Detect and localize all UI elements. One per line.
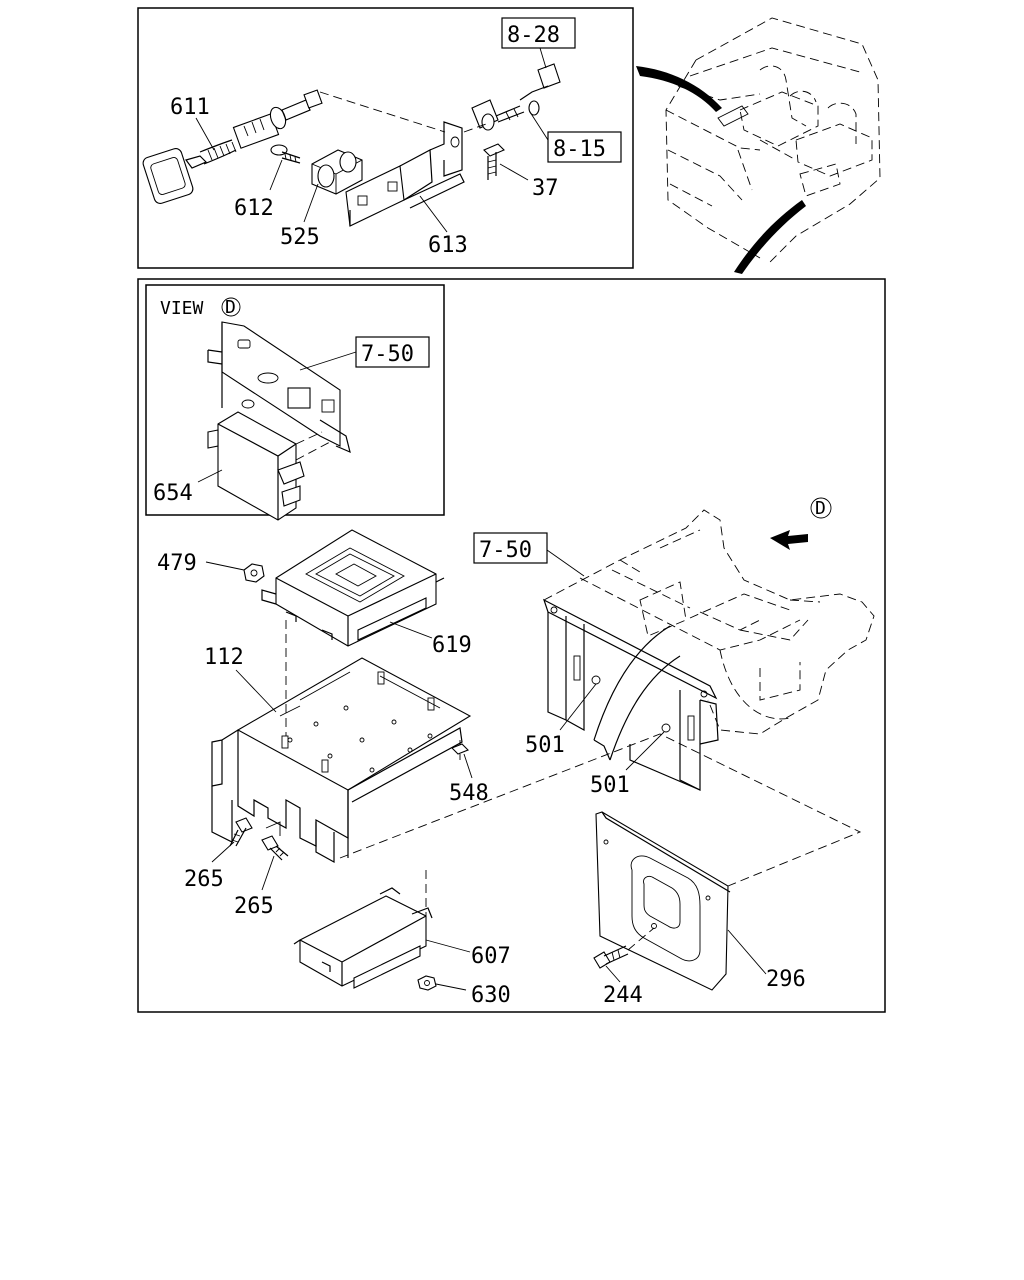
leader-501b (625, 731, 665, 771)
leader-611 (195, 117, 215, 151)
ref-box-7-50-main (473, 532, 548, 564)
switch-611-drawing (142, 89, 446, 204)
view-letter-circle (221, 297, 241, 317)
callout-612: 612 (234, 196, 274, 221)
leader-7-50-inset (299, 351, 357, 371)
callout-244: 244 (603, 983, 643, 1008)
callout-37: 37 (532, 176, 559, 201)
leader-612 (269, 159, 283, 191)
view-d-bracket-drawing (207, 321, 351, 454)
leader-244 (605, 965, 621, 983)
leader-607 (425, 939, 471, 953)
screw-265b-drawing (261, 835, 289, 861)
callout-630: 630 (471, 983, 511, 1008)
screw-612-drawing (270, 144, 301, 164)
panel-296-drawing (595, 811, 731, 991)
callout-654: 654 (153, 481, 193, 506)
ref-7-50-inset[interactable]: 7-50 (361, 342, 414, 367)
screw-265a-drawing (229, 817, 253, 847)
leader-37 (499, 163, 529, 181)
callout-479: 479 (157, 551, 197, 576)
controller-619-drawing (261, 529, 445, 647)
callout-548: 548 (449, 781, 489, 806)
callout-501a: 501 (525, 733, 565, 758)
connector-drawing (463, 63, 561, 133)
view-d-inset-frame (145, 284, 445, 516)
leader-613 (419, 195, 448, 233)
cab-location-sketch (636, 17, 881, 274)
main-panel-frame (137, 278, 886, 1013)
top-panel-frame (137, 7, 634, 269)
bolt-244-drawing (593, 927, 655, 969)
callout-525: 525 (280, 225, 320, 250)
view-d-arrow (770, 530, 808, 550)
assembly-line (339, 733, 862, 887)
callout-265b: 265 (234, 894, 274, 919)
callout-611: 611 (170, 95, 210, 120)
leader-548 (463, 753, 473, 779)
bracket-613-drawing (345, 121, 465, 227)
view-label: VIEW (160, 298, 204, 319)
view-letter: D (225, 297, 236, 318)
leader-630 (435, 983, 467, 991)
ref-7-50-main[interactable]: 7-50 (479, 538, 532, 563)
callout-296: 296 (766, 967, 806, 992)
leader-654 (197, 469, 223, 483)
leader-265a (211, 841, 235, 863)
callout-619: 619 (432, 633, 472, 658)
leader-501a (559, 683, 597, 731)
ref-box-8-15 (547, 131, 622, 163)
leader-296 (727, 929, 767, 975)
leader-8-28 (539, 47, 547, 69)
ref-box-7-50-inset (355, 336, 430, 368)
ref-8-28[interactable]: 8-28 (507, 23, 560, 48)
nut-630-drawing (417, 975, 437, 991)
callout-501b: 501 (590, 773, 630, 798)
leader-112 (235, 669, 277, 713)
cab-floor-drawing (542, 509, 875, 791)
clip-548-drawing (451, 743, 469, 755)
bolt-37-drawing (483, 143, 505, 180)
view-arrow-circle (810, 497, 832, 519)
leader-619 (389, 621, 433, 639)
callout-112: 112 (204, 645, 244, 670)
leader-479 (205, 561, 245, 571)
callout-613: 613 (428, 233, 468, 258)
holder-525-drawing (311, 149, 363, 195)
leader-8-15 (529, 111, 549, 141)
module-607-drawing (293, 887, 433, 989)
ref-box-8-28 (501, 17, 576, 49)
leader-7-50-main (546, 549, 585, 577)
leader-265b (261, 855, 275, 891)
callout-265a: 265 (184, 867, 224, 892)
nut-479-drawing (243, 563, 265, 583)
ref-8-15[interactable]: 8-15 (553, 137, 606, 162)
control-unit-654-drawing (207, 411, 331, 521)
callout-607: 607 (471, 944, 511, 969)
bracket-112-drawing (211, 620, 472, 864)
leader-525 (303, 183, 319, 223)
view-arrow-letter: D (815, 498, 826, 519)
